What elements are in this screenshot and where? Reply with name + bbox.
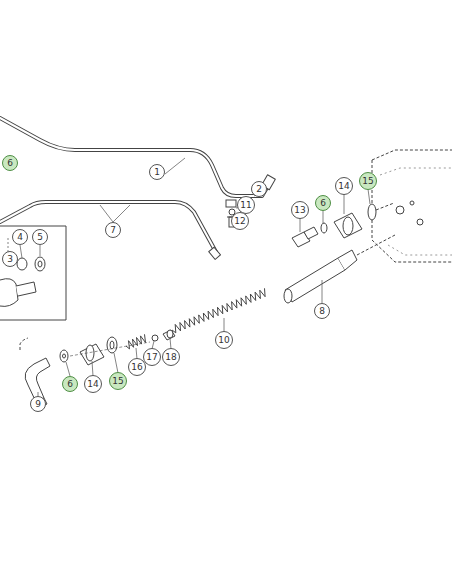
callout-number: 15 bbox=[109, 372, 127, 390]
callout-text: 8 bbox=[319, 307, 325, 316]
callout-text: 7 bbox=[110, 226, 116, 235]
callout-number: 4 bbox=[12, 229, 28, 245]
callout-text: 11 bbox=[240, 201, 251, 210]
callout-number: 7 bbox=[105, 222, 121, 238]
callout-text: 6 bbox=[320, 199, 326, 208]
callout-number: 9 bbox=[30, 396, 46, 412]
callout-number: 14 bbox=[335, 177, 353, 195]
callout-text: 4 bbox=[17, 233, 23, 242]
callout-number: 10 bbox=[215, 331, 233, 349]
callout-text: 6 bbox=[67, 380, 73, 389]
callout-number: 6 bbox=[62, 376, 78, 392]
callout-text: 17 bbox=[146, 353, 157, 362]
callout-text: 2 bbox=[256, 185, 262, 194]
callout-text: 5 bbox=[37, 233, 43, 242]
callout-text: 16 bbox=[131, 363, 142, 372]
pipe-1 bbox=[0, 118, 275, 196]
callout-number: 3 bbox=[2, 251, 18, 267]
callout-number: 1 bbox=[149, 164, 165, 180]
callout-text: 6 bbox=[7, 159, 13, 168]
callout-number: 18 bbox=[162, 348, 180, 366]
callout-text: 9 bbox=[35, 400, 41, 409]
callout-number: 17 bbox=[143, 348, 161, 366]
callout-text: 14 bbox=[87, 380, 98, 389]
inset-detail bbox=[0, 226, 66, 320]
callout-text: 15 bbox=[112, 377, 123, 386]
callout-number: 14 bbox=[84, 375, 102, 393]
callout-text: 10 bbox=[218, 336, 229, 345]
callout-text: 3 bbox=[7, 255, 13, 264]
callout-number: 6 bbox=[315, 195, 331, 211]
callout-text: 1 bbox=[154, 168, 160, 177]
callout-number: 12 bbox=[231, 212, 249, 230]
callout-number: 5 bbox=[32, 229, 48, 245]
valve-parts bbox=[126, 330, 175, 349]
callout-number: 2 bbox=[251, 181, 267, 197]
callout-number: 6 bbox=[2, 155, 18, 171]
callout-text: 13 bbox=[294, 206, 305, 215]
callout-number: 15 bbox=[359, 172, 377, 190]
axis-line bbox=[70, 342, 150, 356]
sleeve-8 bbox=[284, 235, 395, 303]
callout-text: 12 bbox=[234, 217, 245, 226]
spring-10 bbox=[172, 288, 265, 333]
callout-text: 18 bbox=[165, 353, 176, 362]
callout-number: 8 bbox=[314, 303, 330, 319]
housing bbox=[372, 150, 452, 262]
callout-text: 15 bbox=[362, 177, 373, 186]
callout-text: 14 bbox=[338, 182, 349, 191]
callout-number: 13 bbox=[291, 201, 309, 219]
leader-lines bbox=[8, 158, 370, 396]
